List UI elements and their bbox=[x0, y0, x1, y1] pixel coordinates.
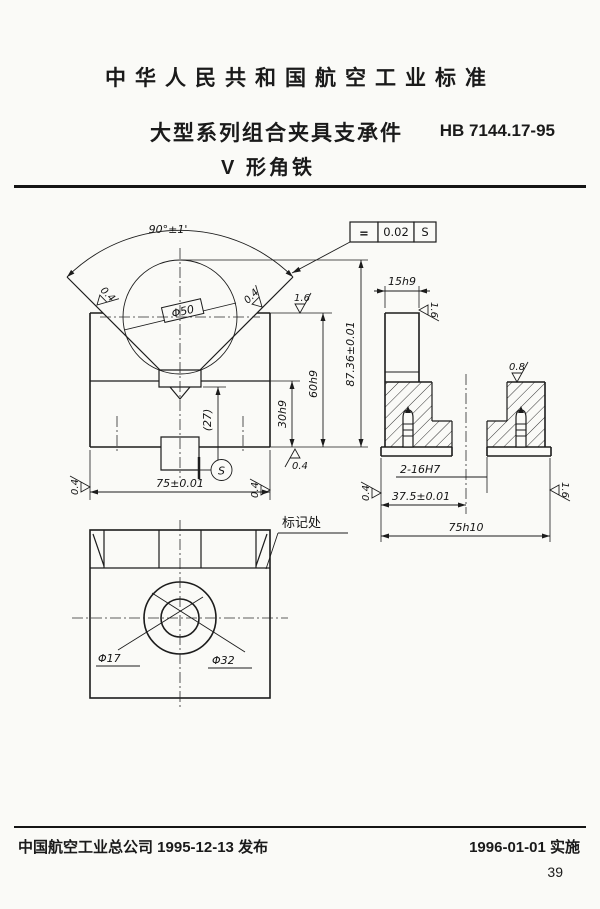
svg-text:0.4: 0.4 bbox=[250, 482, 261, 498]
angle-dimension: 90°±1' bbox=[149, 223, 188, 236]
surface-finish-mark: 1.6 bbox=[294, 292, 312, 314]
svg-text:0.4: 0.4 bbox=[242, 287, 261, 306]
dim-total-height: 87.36±0.01 bbox=[344, 321, 357, 386]
dim-step-30: 30h9 bbox=[276, 400, 289, 428]
svg-text:0.4: 0.4 bbox=[292, 461, 308, 472]
holes-label: 2-16H7 bbox=[400, 463, 440, 476]
stud-bolt bbox=[402, 406, 414, 448]
dia-outer-label: Φ32 bbox=[212, 654, 235, 667]
svg-text:Φ50: Φ50 bbox=[170, 303, 195, 321]
surface-finish-mark: 0.4 bbox=[242, 284, 263, 308]
surface-finish-mark: 0.4 bbox=[69, 475, 91, 495]
angle-arc bbox=[66, 229, 294, 278]
page-number: 39 bbox=[547, 864, 563, 880]
datum-s-label: S bbox=[197, 457, 233, 481]
front-view: Φ50 90°±1' = 0.02 S bbox=[66, 221, 437, 500]
svg-text:1.6: 1.6 bbox=[559, 482, 570, 498]
implementation-line: 1996-01-01 实施 bbox=[469, 839, 580, 856]
dim-ref-27: (27) bbox=[201, 409, 214, 432]
marking-location-note: 标记处 bbox=[282, 515, 321, 530]
surface-finish-mark: 1.6 bbox=[549, 482, 571, 502]
footer-divider bbox=[14, 826, 586, 828]
svg-text:S: S bbox=[218, 465, 225, 478]
surface-finish-mark: 0.4 bbox=[96, 285, 120, 306]
standard-name-heading: 中华人民共和国航空工业标准 bbox=[105, 67, 495, 90]
surface-finish-mark: 0.4 bbox=[360, 481, 382, 501]
document-subtitle: V 形角铁 bbox=[221, 157, 315, 179]
surface-finish-mark: 0.4 bbox=[249, 478, 271, 498]
surface-finish-mark: 1.6 bbox=[418, 302, 440, 322]
bottom-view: Φ17 Φ32 标记处 bbox=[72, 515, 348, 710]
document-title: 大型系列组合夹具支承件 bbox=[150, 122, 403, 145]
surface-finish-mark: 0.8 bbox=[509, 361, 529, 383]
gauge-dia-label: Φ50 bbox=[160, 298, 205, 323]
svg-text:1.6: 1.6 bbox=[428, 302, 439, 318]
svg-text:0.8: 0.8 bbox=[509, 362, 525, 373]
header-divider bbox=[14, 185, 586, 188]
standard-number: HB 7144.17-95 bbox=[439, 121, 555, 140]
parallelism-symbol: = bbox=[359, 226, 369, 240]
issuer-line: 中国航空工业总公司 1995-12-13 发布 bbox=[18, 839, 269, 856]
fcf-tolerance: 0.02 bbox=[383, 225, 409, 239]
side-section-view: 15h9 1.6 0.8 0.4 1.6 2-16H7 bbox=[360, 275, 571, 542]
dim-base-width: 75h10 bbox=[449, 521, 484, 534]
feature-control-frame: = 0.02 S bbox=[291, 221, 437, 274]
hatched-section bbox=[385, 382, 452, 447]
dim-width: 75±0.01 bbox=[156, 477, 204, 490]
dim-hole-offset: 37.5±0.01 bbox=[392, 490, 450, 503]
svg-text:0.4: 0.4 bbox=[361, 485, 372, 501]
dia-inner-label: Φ17 bbox=[98, 652, 121, 665]
fcf-datum: S bbox=[421, 225, 428, 239]
dim-step-60: 60h9 bbox=[307, 370, 320, 398]
surface-finish-mark: 0.4 bbox=[284, 448, 308, 472]
stud-bolt bbox=[515, 406, 527, 448]
svg-text:0.4: 0.4 bbox=[70, 479, 81, 495]
dim-rib-width: 15h9 bbox=[388, 275, 416, 288]
svg-text:1.6: 1.6 bbox=[294, 293, 310, 304]
svg-text:0.4: 0.4 bbox=[98, 285, 117, 304]
